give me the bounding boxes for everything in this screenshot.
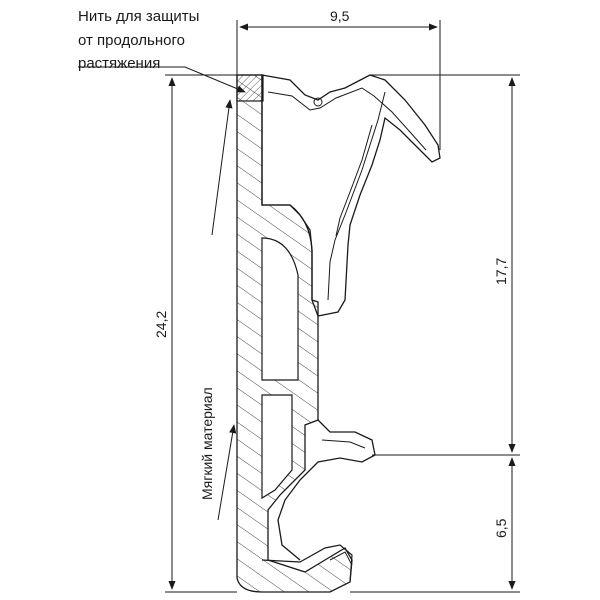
lower-hook-inner (321, 439, 366, 449)
dim-total-text: 24,2 (153, 311, 169, 338)
lower-cavity (261, 394, 293, 500)
soft-material-label: Мягкий материал (199, 387, 215, 500)
bottom-lip (261, 544, 353, 583)
upper-flex-arm (327, 91, 386, 301)
thread-leader-down (211, 99, 233, 236)
dim-lower-text: 6,5 (493, 518, 509, 538)
thread-label: Нить для защиты от продольного растяжени… (78, 8, 199, 73)
upper-notch (313, 97, 323, 107)
upper-lip (261, 74, 441, 317)
thread-leader (78, 66, 246, 93)
dim-upper-text: 17,7 (493, 258, 509, 285)
thread-label-line2: от продольного (78, 31, 185, 49)
dim-width-text: 9,5 (330, 8, 350, 24)
thread-spot (236, 74, 264, 102)
upper-flex-arm-inner (335, 124, 373, 237)
thread-label-line1: Нить для защиты (78, 8, 200, 25)
soft-material-leader (217, 424, 237, 521)
thread-label-line3: растяжения (78, 55, 161, 73)
bottom-tooth (329, 551, 353, 566)
upper-cavity (261, 237, 299, 381)
upper-lip-inner (267, 87, 427, 151)
lower-hook (277, 419, 376, 561)
